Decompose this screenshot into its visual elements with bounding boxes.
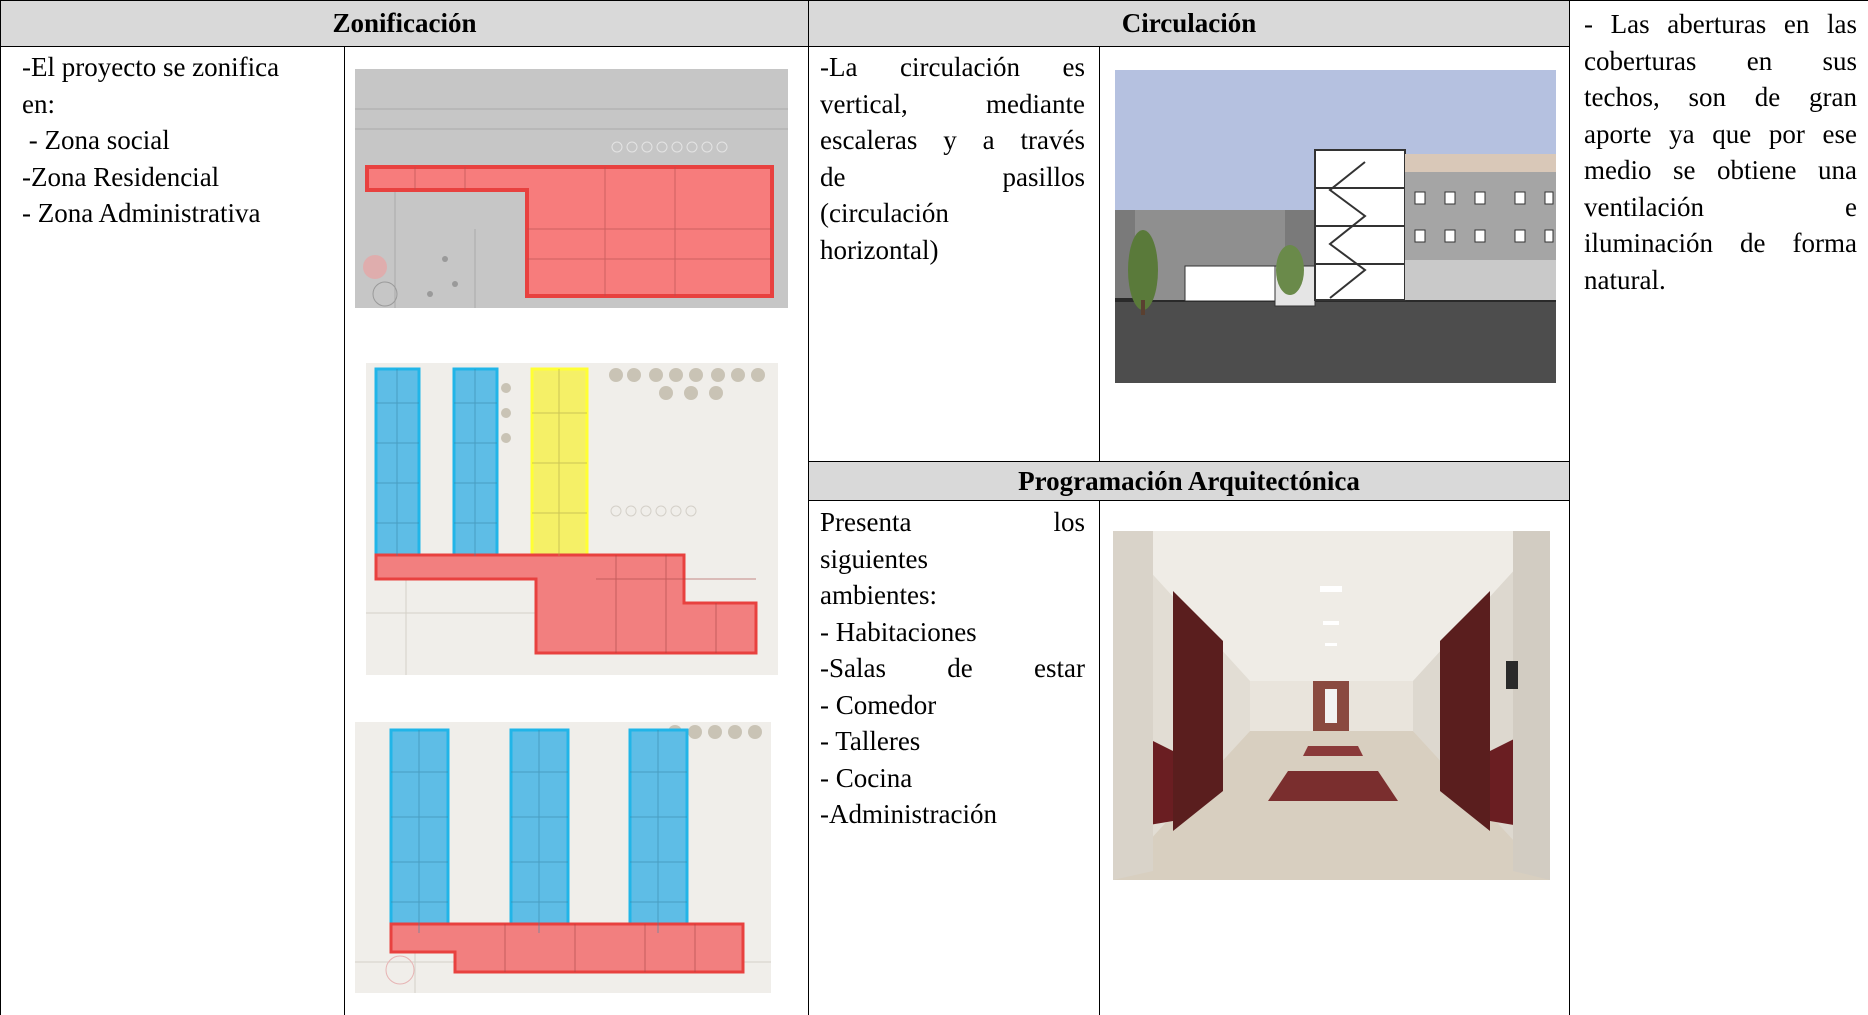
circulacion-line-1: -La circulación es — [820, 52, 1085, 82]
programacion-line-5: -Salas de estar — [820, 653, 1085, 683]
programacion-line-9: -Administración — [820, 799, 997, 829]
aberturas-line-5: medio se obtiene una — [1584, 155, 1857, 185]
header-zonificacion: Zonificación — [0, 0, 809, 47]
zoning-plan-social-drawing — [355, 69, 788, 308]
building-section-image — [1115, 70, 1556, 383]
zoning-plan-residencial-drawing — [355, 722, 771, 993]
col-divider-2 — [808, 0, 809, 1015]
aberturas-line-7: iluminación de forma — [1584, 228, 1857, 258]
zonificacion-line-2: en: — [22, 88, 55, 119]
header-programacion: Programación Arquitectónica — [808, 461, 1570, 501]
programacion-line-6: - Comedor — [820, 689, 937, 720]
aberturas-text: - Las aberturas en las coberturas en sus… — [1584, 6, 1857, 298]
aberturas-line-4: aporte ya que por ese — [1584, 118, 1857, 149]
zonificacion-line-3: - Zona social — [22, 125, 170, 155]
building-section-drawing — [1115, 70, 1556, 383]
circulacion-line-6: horizontal) — [820, 234, 939, 265]
programacion-line-3: ambientes: — [820, 580, 937, 610]
aberturas-line-3: techos, son de gran — [1584, 82, 1857, 112]
corridor-photo-drawing — [1113, 531, 1550, 880]
programacion-line-2: siguientes — [820, 543, 928, 574]
circulacion-line-3: escaleras y a través — [820, 125, 1085, 155]
zonificacion-line-5: - Zona Administrativa — [22, 198, 261, 228]
header-zonificacion-label: Zonificación — [332, 8, 477, 38]
header-circulacion-label: Circulación — [1121, 8, 1257, 38]
circulacion-line-5: (circulación — [820, 198, 949, 228]
zonificacion-text: -El proyecto se zonifica en: - Zona soci… — [22, 49, 342, 232]
zoning-plan-full — [366, 363, 778, 675]
left-border — [0, 0, 1, 1015]
zonificacion-line-1: -El proyecto se zonifica — [22, 52, 280, 82]
zoning-plan-social — [355, 69, 788, 308]
programacion-line-4: - Habitaciones — [820, 616, 977, 647]
col-divider-1 — [344, 46, 345, 1015]
col-divider-3 — [1099, 46, 1100, 1015]
circulacion-line-4: de pasillos — [820, 161, 1085, 192]
zoning-plan-residencial — [355, 722, 771, 993]
programacion-line-8: - Cocina — [820, 762, 913, 793]
aberturas-line-8: natural. — [1584, 264, 1666, 295]
row-divider — [808, 461, 1570, 462]
programacion-line-1: Presenta los — [820, 507, 1085, 537]
programacion-text: Presenta los siguientes ambientes: - Hab… — [820, 504, 1085, 833]
aberturas-line-6: ventilación e — [1584, 191, 1857, 222]
header-programacion-label: Programación Arquitectónica — [1018, 465, 1360, 496]
zonificacion-line-4: -Zona Residencial — [22, 161, 220, 192]
header-circulacion: Circulación — [808, 0, 1570, 47]
col-divider-4 — [1569, 0, 1570, 1015]
aberturas-line-1: - Las aberturas en las — [1584, 9, 1857, 39]
circulacion-text: -La circulación es vertical, mediante es… — [820, 49, 1085, 268]
corridor-photo — [1113, 531, 1550, 880]
circulacion-line-2: vertical, mediante — [820, 88, 1085, 119]
aberturas-line-2: coberturas en sus — [1584, 45, 1857, 76]
programacion-line-7: - Talleres — [820, 726, 921, 756]
zoning-plan-full-drawing — [366, 363, 778, 675]
